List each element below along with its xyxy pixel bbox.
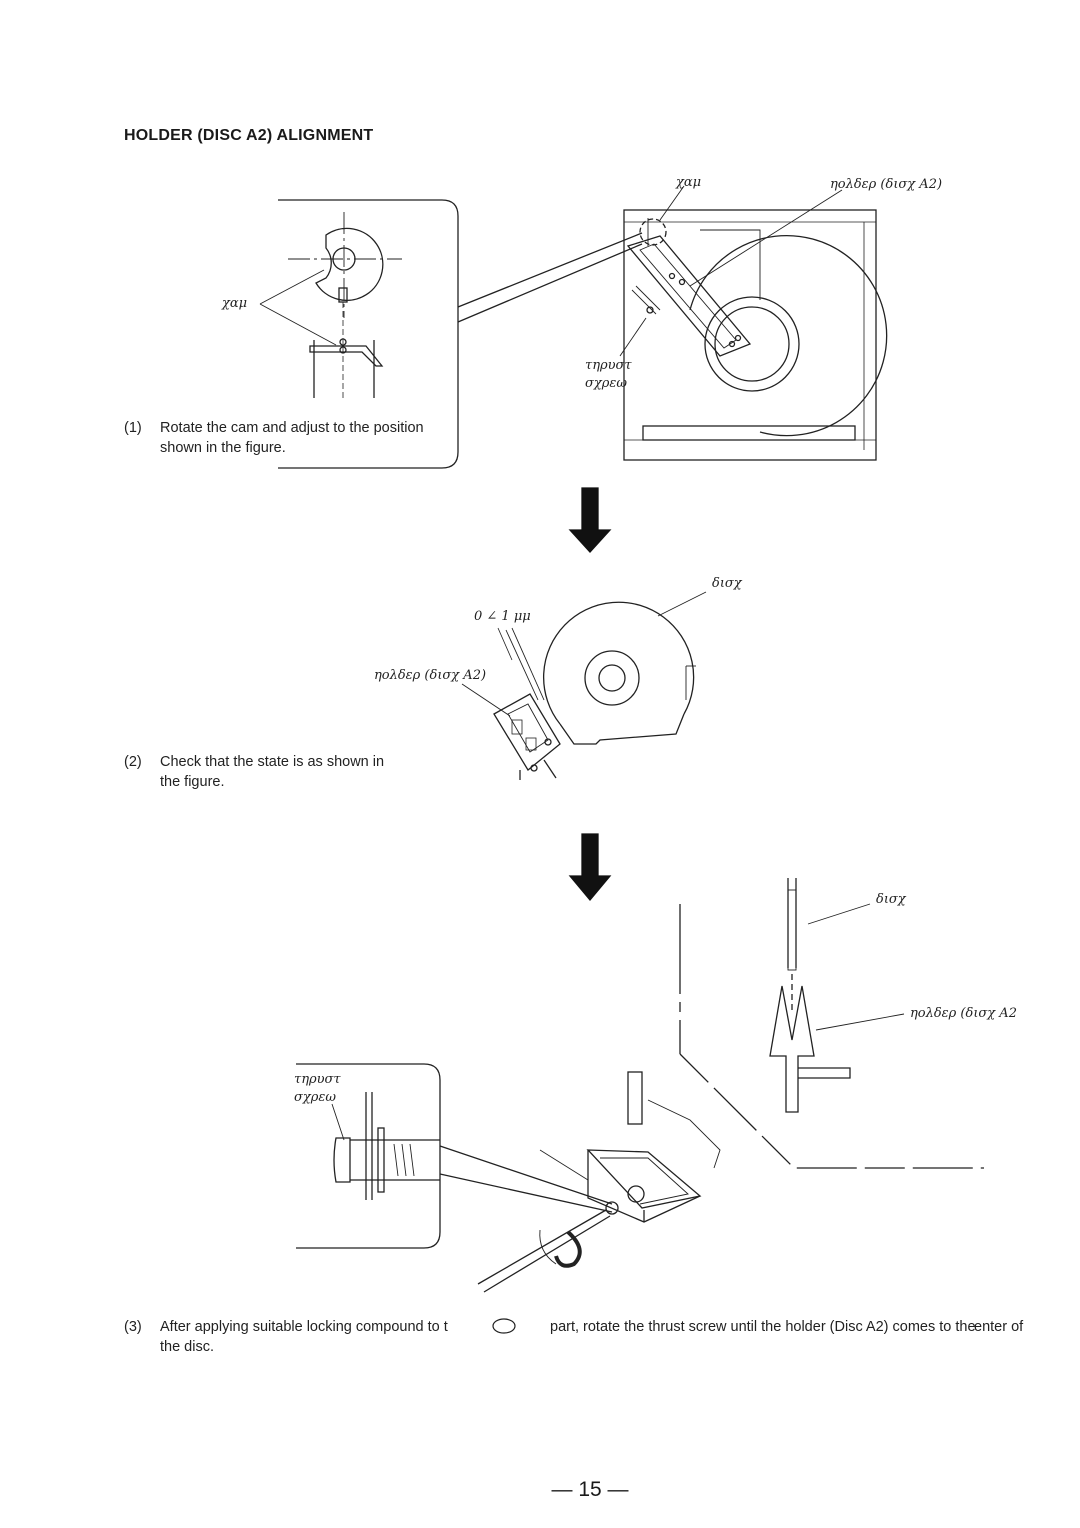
label-thrust-bottom-2: σχρεω [294, 1090, 336, 1105]
step3-line1-end: enter of [974, 1319, 1024, 1335]
step1-number: (1) [124, 420, 142, 436]
label-cam-inset: χαμ [222, 296, 248, 311]
label-gap-mid: 0 ∠ 1 μμ [474, 609, 531, 624]
cam-inset-figure [259, 199, 459, 469]
label-disc-mid: δισχ [712, 576, 742, 591]
step1-line1: Rotate the cam and adjust to the positio… [160, 420, 424, 436]
label-cam-top: χαμ [676, 175, 702, 190]
step3-number: (3) [124, 1319, 142, 1335]
label-holder-mid: ηολδερ (δισχ A2) [374, 668, 487, 683]
label-holder-top: ηολδερ (δισχ A2) [830, 177, 943, 192]
disc-gap-figure [461, 591, 707, 780]
step2-number: (2) [124, 754, 142, 770]
page-number: — 15 — [551, 1478, 629, 1501]
label-thrust-bottom-1: τηρυστ [294, 1072, 341, 1087]
label-thrust-top-1: τηρυστ [585, 358, 632, 373]
label-thrust-top-2: σχρεω [585, 376, 627, 391]
thrust-screw-inset-figure [296, 1063, 613, 1249]
step3-line1-middle: part, rotate the thrust screw until the … [550, 1319, 976, 1335]
page-title: HOLDER (DISC A2) ALIGNMENT [124, 127, 374, 144]
unit-main-figure [619, 185, 888, 461]
down-arrow-2 [568, 833, 612, 902]
holder-tip-figure [769, 878, 905, 1113]
step2-line1: Check that the state is as shown in [160, 754, 385, 770]
step3-line1-start: After applying suitable locking compound… [160, 1319, 448, 1335]
step3-line2: the disc. [160, 1339, 214, 1355]
label-disc-bottom: δισχ [876, 892, 906, 907]
down-arrow-1 [568, 487, 612, 553]
step2-line2: the figure. [160, 774, 225, 790]
mechanism-figure [477, 904, 984, 1293]
step1-line2: shown in the figure. [160, 440, 286, 456]
oval-symbol [492, 1318, 516, 1334]
label-holder-bottom: ηολδερ (δισχ A2 [910, 1006, 1017, 1021]
